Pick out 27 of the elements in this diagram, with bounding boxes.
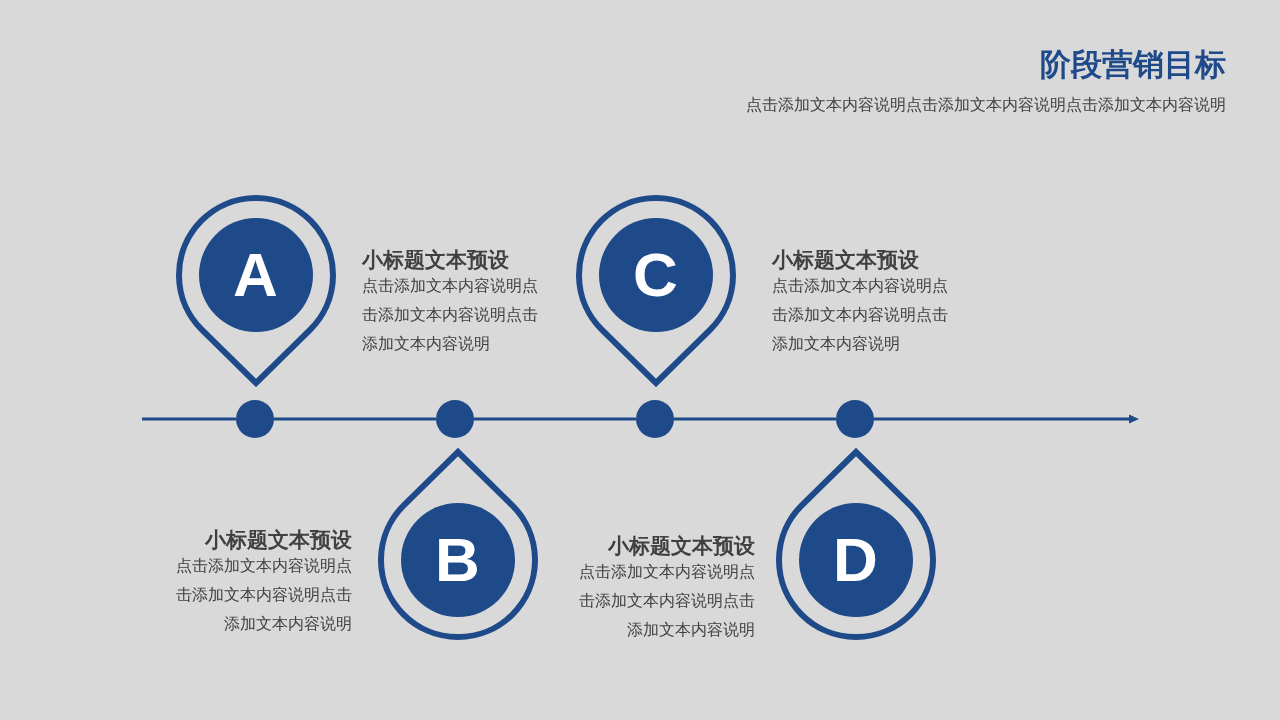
timeline-dot — [836, 400, 874, 438]
timeline-line — [142, 417, 236, 421]
description-text: 点击添加文本内容说明点击添加文本内容说明点击添加文本内容说明 — [772, 276, 949, 354]
pin-letter: B — [435, 529, 480, 591]
pin-letter: C — [633, 244, 678, 306]
section-heading: 小标题文本预设 — [608, 533, 755, 558]
map-pin — [575, 195, 736, 388]
timeline-dot — [236, 400, 274, 438]
map-pin — [775, 447, 936, 640]
section-heading: 小标题文本预设 — [362, 247, 509, 272]
pin-letter: A — [233, 244, 278, 306]
slide-title: 阶段营销目标 — [1040, 46, 1226, 84]
map-pin — [175, 195, 336, 388]
timeline-line — [474, 417, 636, 421]
pin-letter: D — [833, 529, 878, 591]
timeline-dot — [636, 400, 674, 438]
timeline-line — [674, 417, 836, 421]
section-heading: 小标题文本预设 — [205, 527, 352, 552]
section-heading: 小标题文本预设 — [772, 247, 919, 272]
description-text: 点击添加文本内容说明点击添加文本内容说明点击添加文本内容说明 — [175, 556, 352, 634]
map-pin — [377, 447, 538, 640]
description-text: 点击添加文本内容说明点击添加文本内容说明点击添加文本内容说明 — [578, 562, 755, 640]
subtitle-text: 点击添加文本内容说明点击添加文本内容说明点击添加文本内容说明 — [746, 95, 1226, 115]
timeline-line — [274, 417, 436, 421]
timeline-dot — [436, 400, 474, 438]
description-text: 点击添加文本内容说明点击添加文本内容说明点击添加文本内容说明 — [362, 276, 539, 354]
timeline-arrow — [874, 414, 1139, 424]
